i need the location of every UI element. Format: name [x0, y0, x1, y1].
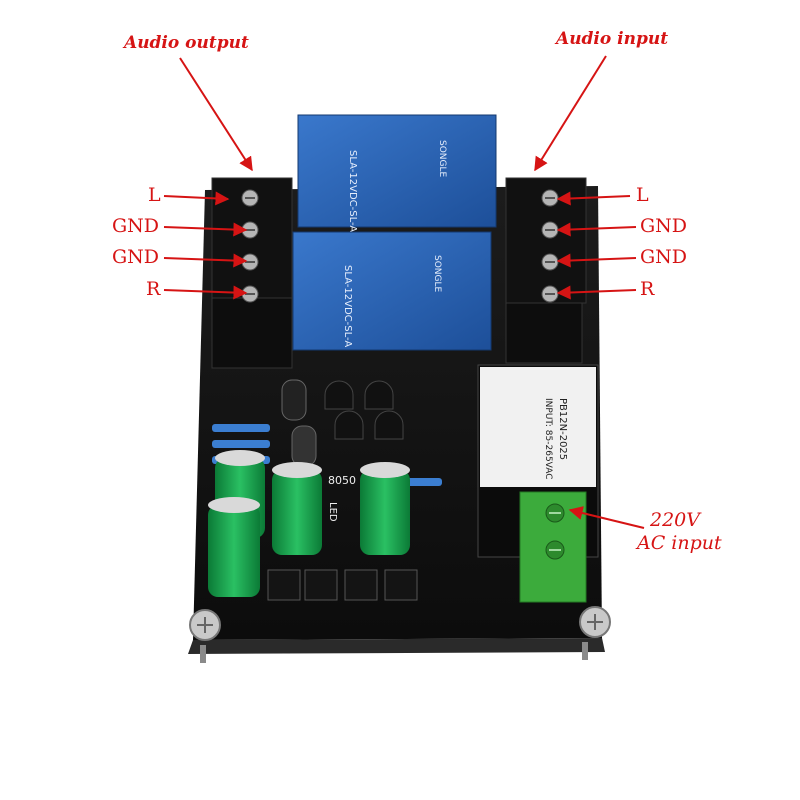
left-pin-r-label: R — [146, 278, 161, 300]
left-r-arrow — [163, 285, 248, 300]
ic-chips — [267, 569, 418, 601]
relay-model-text: SLA-12VDC-SL-A — [347, 150, 358, 232]
callout-arrows — [163, 55, 645, 529]
audio-output-label: Audio output — [124, 33, 249, 53]
relay-brand-text: SONGLE — [432, 255, 442, 293]
relay-brand-text: SONGLE — [437, 140, 447, 178]
left-pin-gnd-label: GND — [112, 215, 160, 237]
left-l-arrow — [163, 191, 230, 206]
audio-output-arrow — [179, 57, 253, 172]
right-pin-gnd-label: GND — [640, 215, 688, 237]
relay-bottom: SLA-12VDC-SL-A SONGLE — [292, 231, 492, 351]
transistors — [324, 380, 404, 440]
ac-input-arrow — [568, 506, 645, 529]
ac-voltage-label: 220V — [650, 509, 700, 531]
relay-model-text: SLA-12VDC-SL-A — [342, 265, 353, 347]
right-pin-r-label: R — [640, 278, 655, 300]
right-terminal-block — [505, 177, 587, 364]
psu-input-text: INPUT: 85-265VAC — [543, 398, 553, 480]
left-pin-gnd-label: GND — [112, 246, 160, 268]
left-terminal-block — [211, 177, 293, 369]
led-label: LED — [327, 502, 338, 522]
right-pin-l-label: L — [636, 184, 649, 206]
audio-input-arrow — [534, 55, 607, 172]
small-capacitors — [281, 379, 317, 467]
ac-screw-terminal — [519, 491, 587, 603]
left-pin-l-label: L — [148, 184, 161, 206]
left-gnd2-arrow — [163, 253, 248, 268]
transistor-label: 8050 — [328, 474, 356, 487]
mounting-screw-icon — [189, 606, 611, 641]
right-pin-gnd-label: GND — [640, 246, 688, 268]
audio-input-label: Audio input — [556, 29, 669, 49]
psu-model-text: PB12N-2025 — [557, 398, 568, 460]
left-gnd1-arrow — [163, 222, 248, 237]
electrolytic-capacitors — [208, 450, 410, 597]
right-l-arrow — [556, 191, 631, 206]
right-r-arrow — [556, 285, 637, 300]
ac-input-label: AC input — [637, 532, 722, 554]
pcb-silkscreen-labels: 8050 LED — [327, 474, 356, 522]
relay-top: SLA-12VDC-SL-A SONGLE — [297, 114, 497, 232]
right-gnd1-arrow — [556, 222, 637, 237]
right-gnd2-arrow — [556, 253, 637, 268]
